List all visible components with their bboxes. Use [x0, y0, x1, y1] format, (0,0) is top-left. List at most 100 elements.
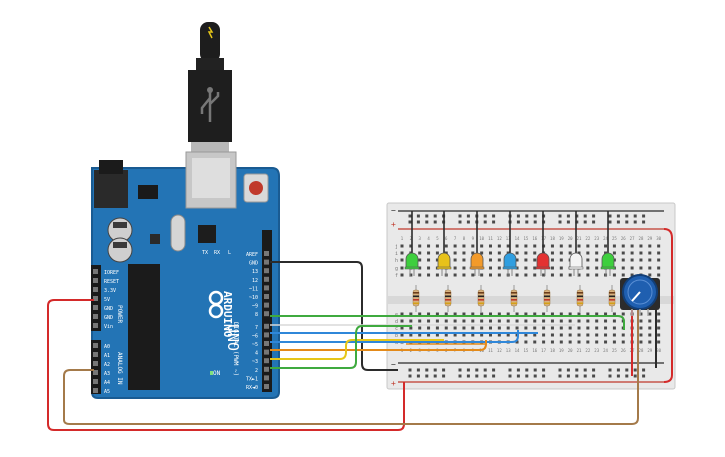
rail-hole [592, 368, 596, 372]
wire-rail-red-right[interactable] [663, 228, 673, 383]
rail-hole [542, 374, 546, 378]
breadboard-hole [497, 244, 501, 248]
digital-pin[interactable] [264, 366, 269, 372]
column-number-top: 6 [445, 236, 448, 241]
resistor[interactable] [510, 289, 518, 307]
breadboard-hole [524, 251, 528, 255]
wire-d3-yellow[interactable] [270, 339, 444, 360]
led-green[interactable] [601, 252, 615, 269]
led-yellow[interactable] [437, 252, 451, 269]
rail-hole [633, 220, 637, 224]
power-pin[interactable] [93, 287, 98, 292]
breadboard-hole [497, 333, 501, 337]
resistor[interactable] [477, 289, 485, 307]
breadboard-hole [648, 251, 652, 255]
digital-pin[interactable] [264, 311, 269, 317]
wire-a2-brown[interactable] [63, 310, 639, 425]
breadboard-hole [435, 251, 439, 255]
resistor-band [445, 299, 451, 301]
resistor[interactable] [576, 289, 584, 307]
on-led [210, 371, 213, 375]
digital-pin[interactable] [264, 358, 269, 364]
rail-hole [466, 220, 470, 224]
rail-hole [583, 220, 587, 224]
breadboard-hole [453, 312, 457, 316]
resistor[interactable] [608, 289, 616, 307]
breadboard-hole [453, 319, 457, 323]
resistor-band [544, 302, 550, 305]
wire-d5-blue[interactable] [270, 330, 519, 343]
digital-pin[interactable] [264, 276, 269, 282]
wire-d2-green[interactable] [270, 325, 412, 369]
led-blue[interactable] [503, 252, 517, 269]
breadboard-hole [550, 312, 554, 316]
breadboard-hole [604, 244, 608, 248]
breadboard-hole [639, 244, 643, 248]
breadboard-hole [444, 319, 448, 323]
digital-pin[interactable] [264, 349, 269, 355]
power-pin[interactable] [93, 296, 98, 301]
digital-pin[interactable] [264, 375, 269, 381]
breadboard-hole [595, 258, 599, 262]
power-pin[interactable] [93, 278, 98, 283]
digital-pin[interactable] [264, 341, 269, 346]
analog-pin[interactable] [93, 379, 98, 384]
digital-pin-label: ~10 [249, 295, 258, 301]
breadboard-hole [604, 333, 608, 337]
breadboard-hole [630, 273, 634, 277]
rail-hole [442, 374, 446, 378]
usb-cable [188, 22, 232, 154]
analog-pin[interactable] [93, 388, 98, 393]
resistor[interactable] [444, 289, 452, 307]
breadboard-hole [533, 312, 537, 316]
rail-hole [583, 214, 587, 218]
breadboard-hole [480, 312, 484, 316]
breadboard-hole [409, 273, 413, 277]
power-title: POWER [116, 305, 123, 323]
analog-pin[interactable] [93, 370, 98, 375]
digital-pin-label: 4 [255, 351, 258, 357]
column-number-top: 12 [497, 236, 502, 241]
breadboard-hole [568, 319, 572, 323]
rail-hole [533, 368, 537, 372]
power-pin[interactable] [93, 305, 98, 310]
digital-pin[interactable] [264, 268, 269, 274]
digital-pin-label: 7 [255, 325, 258, 331]
breadboard-hole [639, 326, 643, 330]
led-red[interactable] [536, 252, 550, 269]
power-pin[interactable] [93, 323, 98, 328]
breadboard-hole [400, 258, 404, 262]
digital-pin[interactable] [264, 251, 269, 256]
analog-title: ANALOG IN [116, 352, 123, 385]
breadboard-hole [621, 244, 625, 248]
breadboard-hole [471, 333, 475, 337]
power-pin[interactable] [93, 269, 98, 274]
wire-d8-green[interactable] [270, 315, 625, 330]
breadboard-hole [612, 326, 616, 330]
led-green[interactable] [405, 252, 419, 269]
breadboard-hole [524, 326, 528, 330]
led-white[interactable] [569, 252, 583, 269]
analog-pin[interactable] [93, 352, 98, 357]
power-pin[interactable] [93, 314, 98, 319]
analog-pin[interactable] [93, 343, 98, 348]
digital-pin[interactable] [264, 302, 269, 308]
digital-pin[interactable] [264, 323, 269, 329]
digital-pin[interactable] [264, 285, 269, 291]
digital-pin[interactable] [264, 384, 269, 389]
analog-pin-label: A1 [104, 353, 110, 359]
digital-pin[interactable] [264, 294, 269, 299]
rail-hole [625, 374, 629, 378]
row-letter: d [395, 319, 398, 325]
digital-pin[interactable] [264, 332, 269, 338]
analog-pin[interactable] [93, 361, 98, 366]
resistor[interactable] [412, 289, 420, 307]
rail-hole [525, 220, 529, 224]
digital-pin[interactable] [264, 259, 269, 265]
led-orange[interactable] [470, 252, 484, 269]
resistor[interactable] [543, 289, 551, 307]
column-number-top: 17 [541, 236, 546, 241]
breadboard-hole [559, 266, 563, 270]
rail-hole [616, 214, 620, 218]
wire-5v-red[interactable] [47, 299, 405, 431]
